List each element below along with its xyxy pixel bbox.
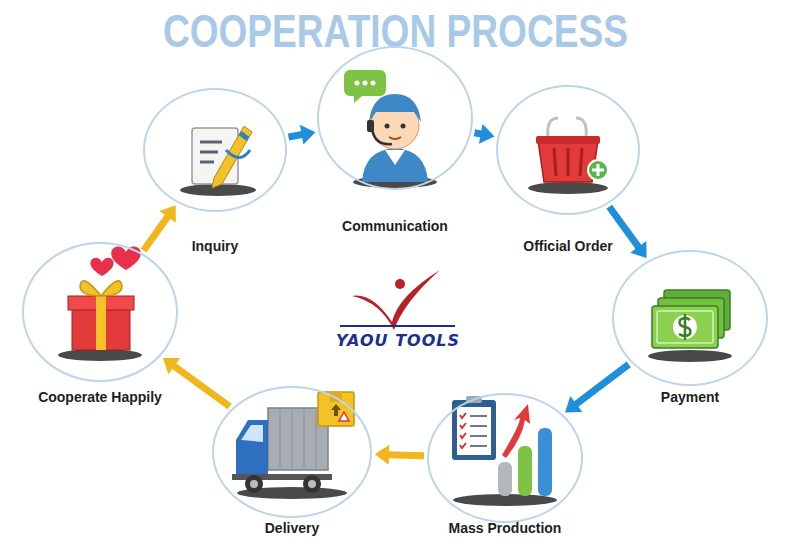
arrow-shaft (609, 207, 639, 249)
flow-arrow (474, 124, 494, 144)
arrow-head (159, 205, 175, 222)
arrow-head (630, 241, 646, 258)
truck-icon (232, 392, 354, 493)
basket-icon (536, 118, 608, 182)
title-bar: COOPERATION PROCESS (0, 4, 790, 58)
step-label: Payment (661, 389, 719, 405)
operator-icon (344, 70, 428, 182)
arrow-shaft (288, 134, 303, 137)
process-circle: Mass Production (427, 393, 583, 523)
process-circle: Payment (612, 250, 768, 386)
gift-icon (68, 247, 141, 350)
arrow-head (375, 445, 389, 465)
arrow-head (300, 125, 316, 145)
flow-arrow (163, 358, 230, 407)
process-circle: Cooperate Happily (22, 242, 178, 382)
flow-arrow (565, 364, 629, 412)
step-label: Delivery (265, 520, 319, 536)
step-label: Cooperate Happily (38, 389, 162, 405)
arrow-shaft (575, 364, 629, 405)
money-icon (652, 290, 730, 348)
flow-arrow (609, 207, 646, 258)
process-circle: Official Order (496, 85, 640, 215)
process-circle: Delivery (212, 386, 372, 518)
arrow-shaft (387, 455, 424, 456)
flow-arrow (288, 125, 315, 145)
arrow-shaft (173, 365, 230, 407)
arrow-head (163, 358, 180, 374)
step-label: Communication (342, 218, 448, 234)
step-label: Inquiry (192, 238, 239, 254)
production-icon (452, 396, 552, 496)
flow-arrow (144, 205, 176, 250)
step-label: Mass Production (449, 520, 562, 536)
flow-arrow (375, 445, 424, 465)
logo-text: YAOU TOOLS (336, 331, 460, 350)
document-icon (192, 126, 252, 188)
arrow-head (565, 396, 582, 412)
process-circle: Communication (317, 46, 473, 190)
arrow-head (479, 124, 495, 144)
logo-mark (340, 270, 455, 330)
step-label: Official Order (523, 238, 612, 254)
process-circle: Inquiry (143, 88, 287, 212)
title: COOPERATION PROCESS (163, 4, 628, 58)
arrow-shaft (144, 215, 169, 250)
icon-shadows (58, 176, 732, 506)
